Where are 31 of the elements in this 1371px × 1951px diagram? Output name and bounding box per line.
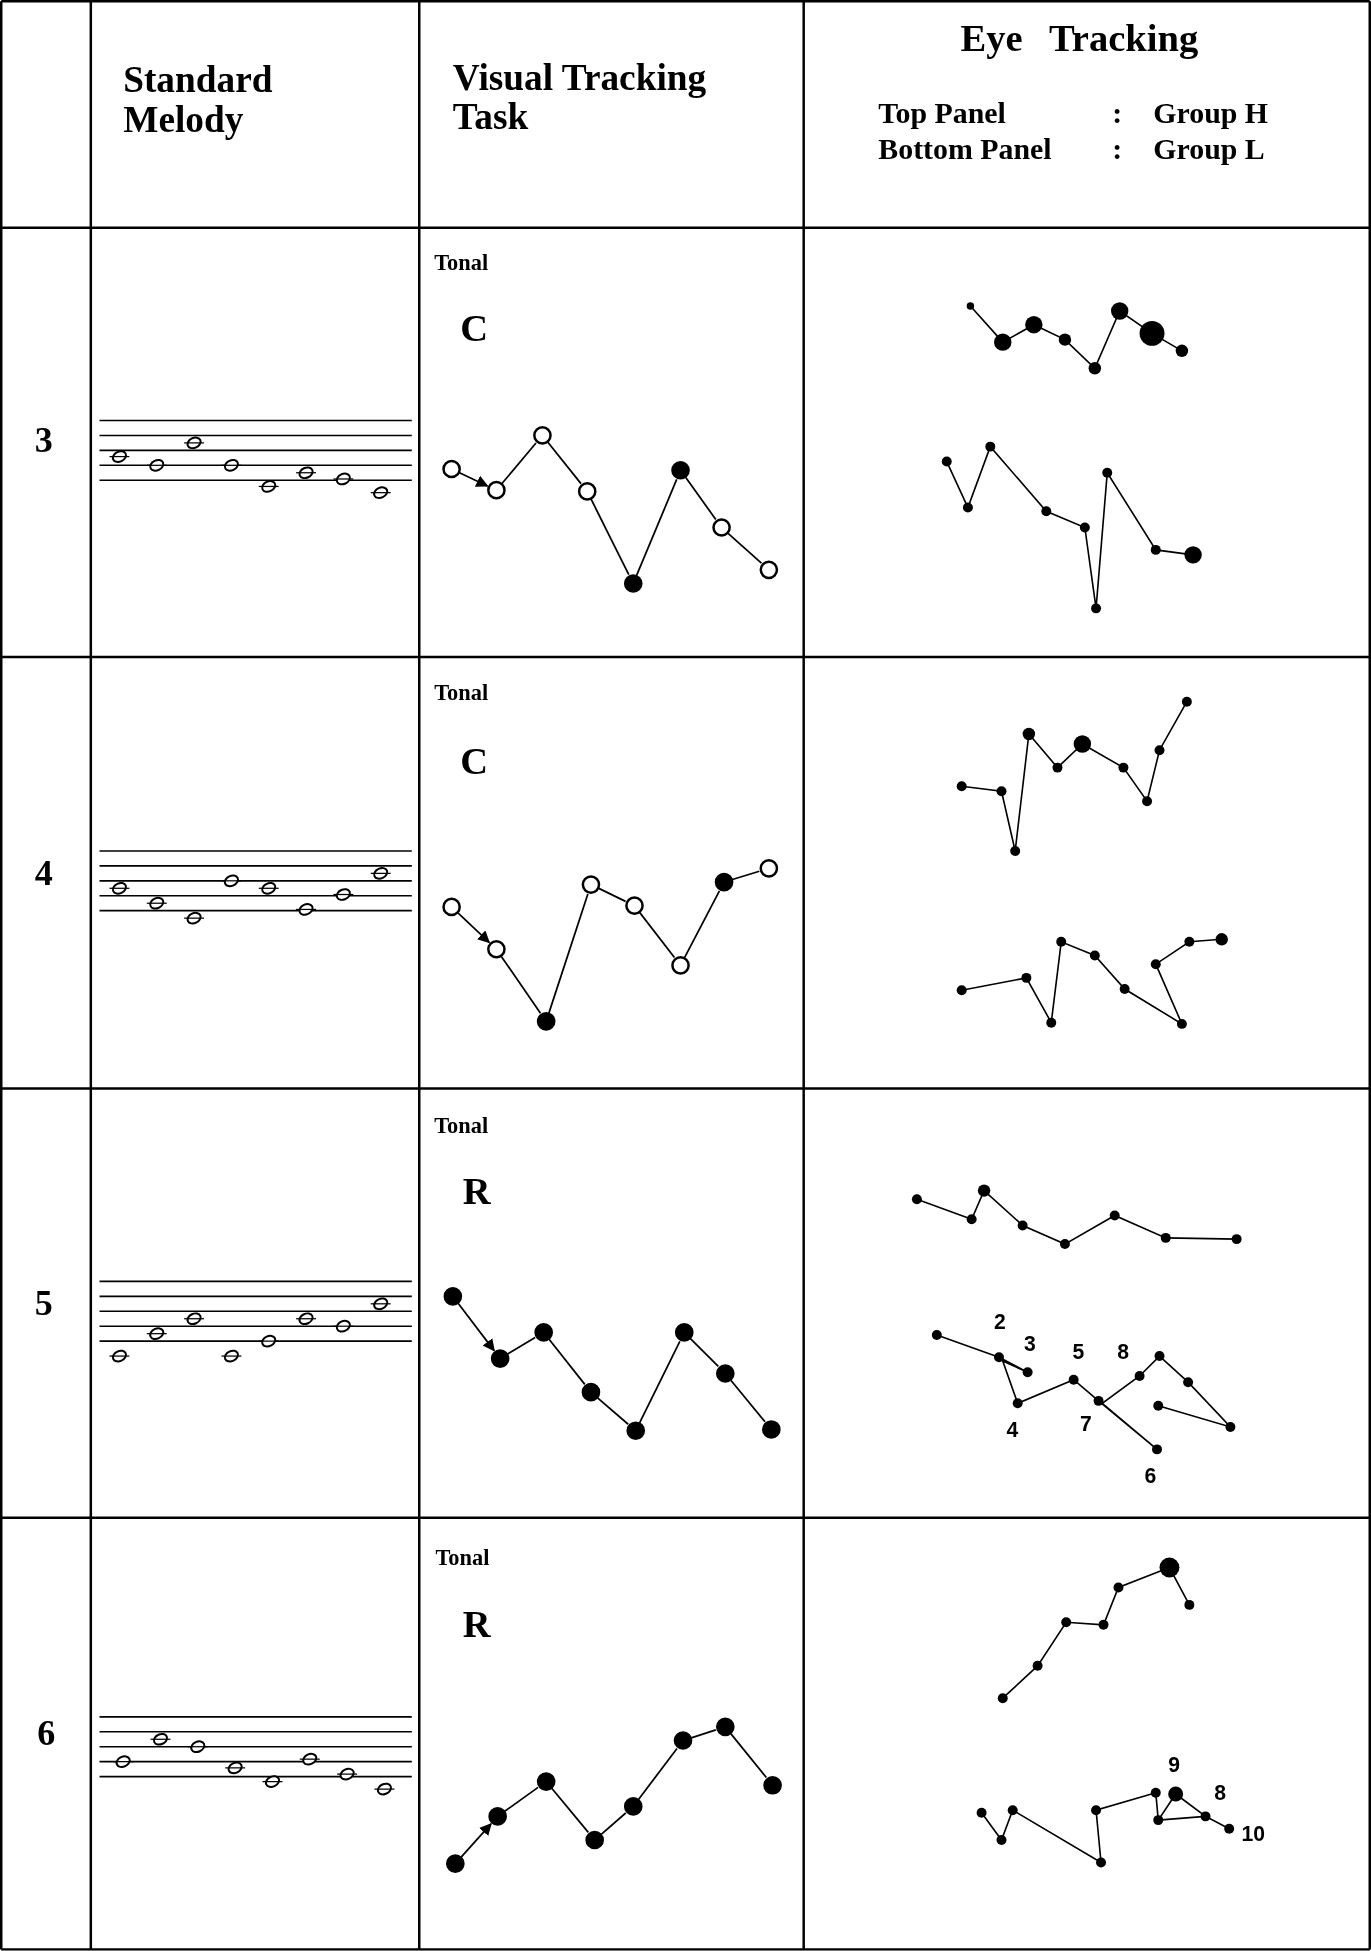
key-letter: C xyxy=(460,308,489,350)
point-number: 7 xyxy=(1079,1413,1092,1436)
row-number: 4 xyxy=(34,853,53,892)
point-number: 8 xyxy=(1117,1341,1129,1364)
group-label: Group H xyxy=(1153,98,1269,130)
point-number: 10 xyxy=(1241,1823,1266,1847)
key-letter: R xyxy=(462,1604,491,1646)
row-number: 5 xyxy=(34,1283,53,1322)
point-number: 2 xyxy=(994,1311,1006,1334)
group-label: Group L xyxy=(1153,134,1265,166)
colon: : xyxy=(1112,134,1123,166)
point-number: 9 xyxy=(1168,1754,1180,1777)
row-number: 3 xyxy=(34,420,53,459)
row-number: 6 xyxy=(37,1714,56,1753)
colon: : xyxy=(1112,98,1123,130)
column-header: Visual Tracking Task xyxy=(452,57,708,136)
key-letter: R xyxy=(462,1171,491,1213)
column-header: Standard Melody xyxy=(123,59,274,139)
column-header: Eye Tracking xyxy=(960,18,1199,60)
point-number: 8 xyxy=(1214,1782,1226,1805)
mode-label: Tonal xyxy=(434,1114,489,1139)
key-label: Top Panel xyxy=(878,98,1006,130)
mode-label: Tonal xyxy=(434,251,489,275)
mode-label: Tonal xyxy=(435,1546,490,1570)
point-number: 6 xyxy=(1144,1465,1157,1488)
key-label: Bottom Panel xyxy=(878,134,1052,166)
point-number: 4 xyxy=(1006,1419,1019,1442)
key-letter: C xyxy=(460,741,489,782)
point-number: 5 xyxy=(1072,1341,1085,1364)
mode-label: Tonal xyxy=(434,681,489,706)
point-number: 3 xyxy=(1023,1333,1036,1356)
